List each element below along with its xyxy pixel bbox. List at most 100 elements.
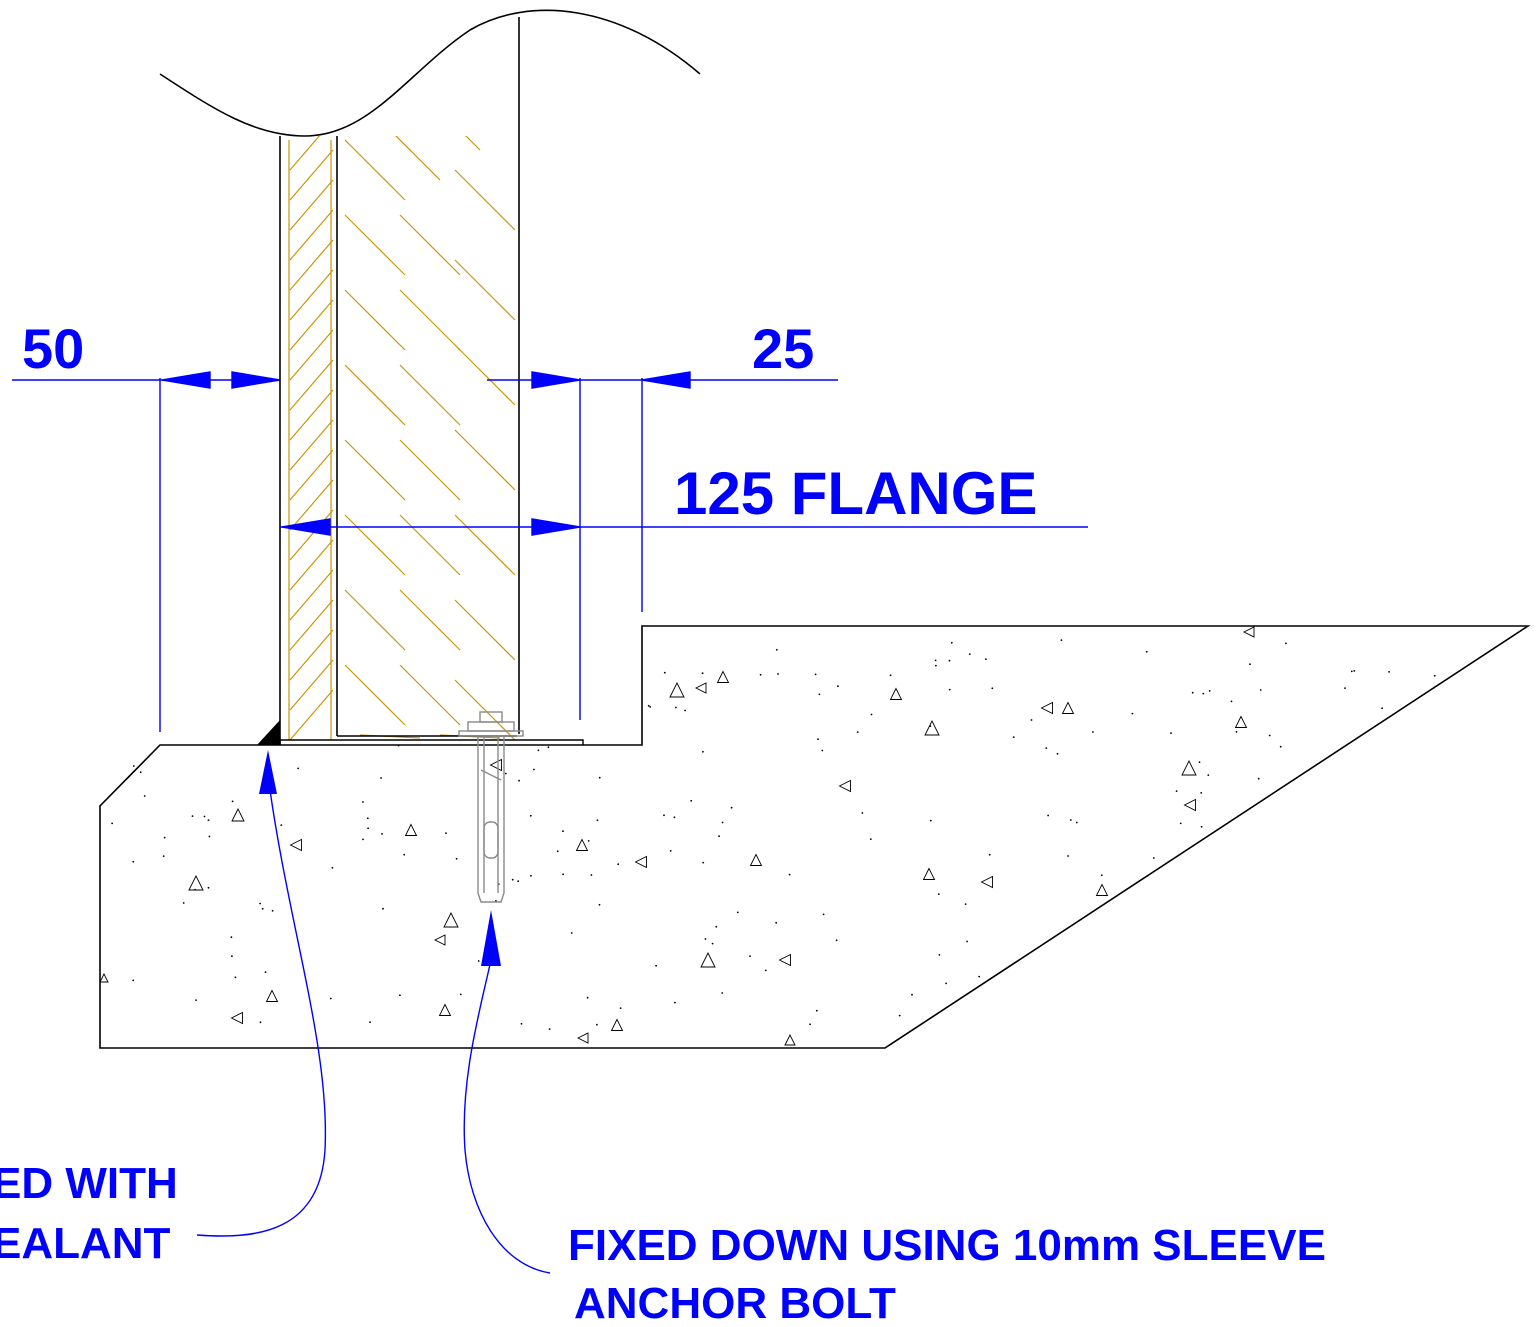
aggregate-dot (380, 777, 382, 779)
aggregate-dot (381, 833, 383, 835)
aggregate-dot (1230, 700, 1233, 703)
aggregate-dot (231, 800, 234, 803)
dimension-arrow (531, 371, 581, 389)
aggregate-dot (619, 1007, 622, 1009)
aggregate-dot (587, 840, 590, 842)
aggregate-dot (366, 817, 369, 820)
aggregate-dot (968, 653, 971, 655)
aggregate-dot (261, 907, 264, 910)
dimension-lines (12, 371, 1088, 732)
aggregate-dot (869, 838, 872, 840)
aggregate-dot (520, 1022, 523, 1025)
aggregate-dot (297, 767, 299, 770)
aggregate-dot (617, 863, 620, 866)
aggregate-mark (99, 972, 109, 983)
aggregate-dot (207, 886, 210, 889)
panel-skin-hatch (288, 136, 334, 741)
aggregate-dot (1350, 670, 1353, 673)
aggregate-dot (937, 893, 940, 895)
aggregate-dot (669, 850, 672, 852)
aggregate-dot (530, 874, 532, 877)
aggregate-dot (821, 749, 824, 752)
aggregate-mark (575, 838, 589, 851)
aggregate-dot (1047, 814, 1049, 817)
aggregate-dot (1200, 792, 1203, 794)
aggregate-dot (775, 921, 778, 924)
aggregate-dot (369, 1021, 371, 1023)
aggregate-dot (1207, 774, 1210, 776)
aggregate-dot (511, 878, 514, 881)
aggregate-dot (194, 888, 197, 891)
aggregate-dot (1381, 707, 1383, 710)
aggregate-dot (655, 964, 657, 967)
aggregate-dot (715, 925, 718, 928)
aggregate-mark (922, 867, 936, 880)
aggregate-dot (203, 815, 206, 818)
aggregate-dot (649, 706, 652, 708)
aggregate-dot (1235, 731, 1238, 733)
aggregate-dot (1069, 819, 1072, 821)
aggregate-dot (537, 749, 540, 752)
aggregate-mark (980, 875, 993, 889)
aggregate-dot (948, 688, 951, 691)
aggregate-mark (231, 807, 245, 822)
aggregate-dot (938, 954, 941, 956)
aggregate-mark (784, 1033, 796, 1046)
aggregate-dot (1152, 857, 1155, 859)
aggregate-dot (191, 815, 194, 817)
aggregate-dot (889, 674, 892, 677)
aggregate-dot (207, 819, 210, 821)
aggregate-dot (596, 1023, 598, 1026)
aggregate-dot (1179, 822, 1182, 825)
aggregate-dot (570, 932, 573, 934)
aggregate-dot (684, 709, 686, 712)
aggregate-dot (690, 799, 693, 802)
aggregate-dot (331, 866, 334, 869)
aggregate-dot (562, 830, 564, 833)
aggregate-mark (610, 1018, 624, 1031)
aggregate-dot (759, 673, 762, 676)
aggregate-mark (1061, 701, 1075, 714)
aggregate-dot (1353, 670, 1356, 672)
aggregate-dot (182, 902, 185, 904)
aggregate-dot (598, 903, 601, 906)
aggregate-dot (1285, 642, 1287, 645)
aggregate-dot (234, 976, 237, 979)
aggregate-mark (749, 853, 763, 866)
aggregate-dot (1175, 790, 1178, 792)
aggregate-mark (694, 682, 707, 694)
aggregate-dot (815, 1009, 818, 1012)
aggregate-dot (966, 940, 968, 943)
aggregate-dot (777, 673, 779, 675)
aggregate-dot (132, 979, 135, 982)
aggregate-mark (838, 779, 851, 793)
leader-lines (196, 789, 551, 1274)
annotations: 50 25 125 FLANGE ED WITH EALANT FIXED DO… (0, 317, 1326, 1327)
aggregate-dot (911, 993, 913, 996)
aggregate-dot (562, 873, 564, 876)
aggregate-dot (208, 835, 211, 838)
aggregate-mark (265, 989, 279, 1002)
aggregate-dot (1249, 663, 1251, 666)
aggregate-dot (529, 814, 532, 817)
aggregate-dot (775, 648, 778, 651)
aggregate-dot (230, 936, 233, 939)
aggregate-dot (586, 996, 589, 999)
aggregate-dot (675, 706, 677, 709)
aggregate-dot (985, 658, 987, 660)
aggregate-dot (590, 874, 593, 876)
aggregate-dot (870, 713, 873, 716)
aggregate-dot (111, 822, 113, 825)
aggregate-mark (889, 687, 903, 700)
aggregate-dot (362, 838, 364, 841)
aggregate-dot (362, 801, 364, 803)
aggregate-mark (1183, 798, 1196, 812)
anchor-note-line1: FIXED DOWN USING 10mm SLEEVE (568, 1221, 1326, 1270)
aggregate-dot (1268, 734, 1271, 737)
aggregate-dot (1012, 736, 1015, 738)
dimension-label-50: 50 (22, 317, 84, 380)
aggregate-dot (945, 982, 947, 985)
aggregate-dot (143, 795, 146, 797)
aggregate-dot (817, 738, 819, 741)
aggregate-dot (1257, 777, 1260, 780)
